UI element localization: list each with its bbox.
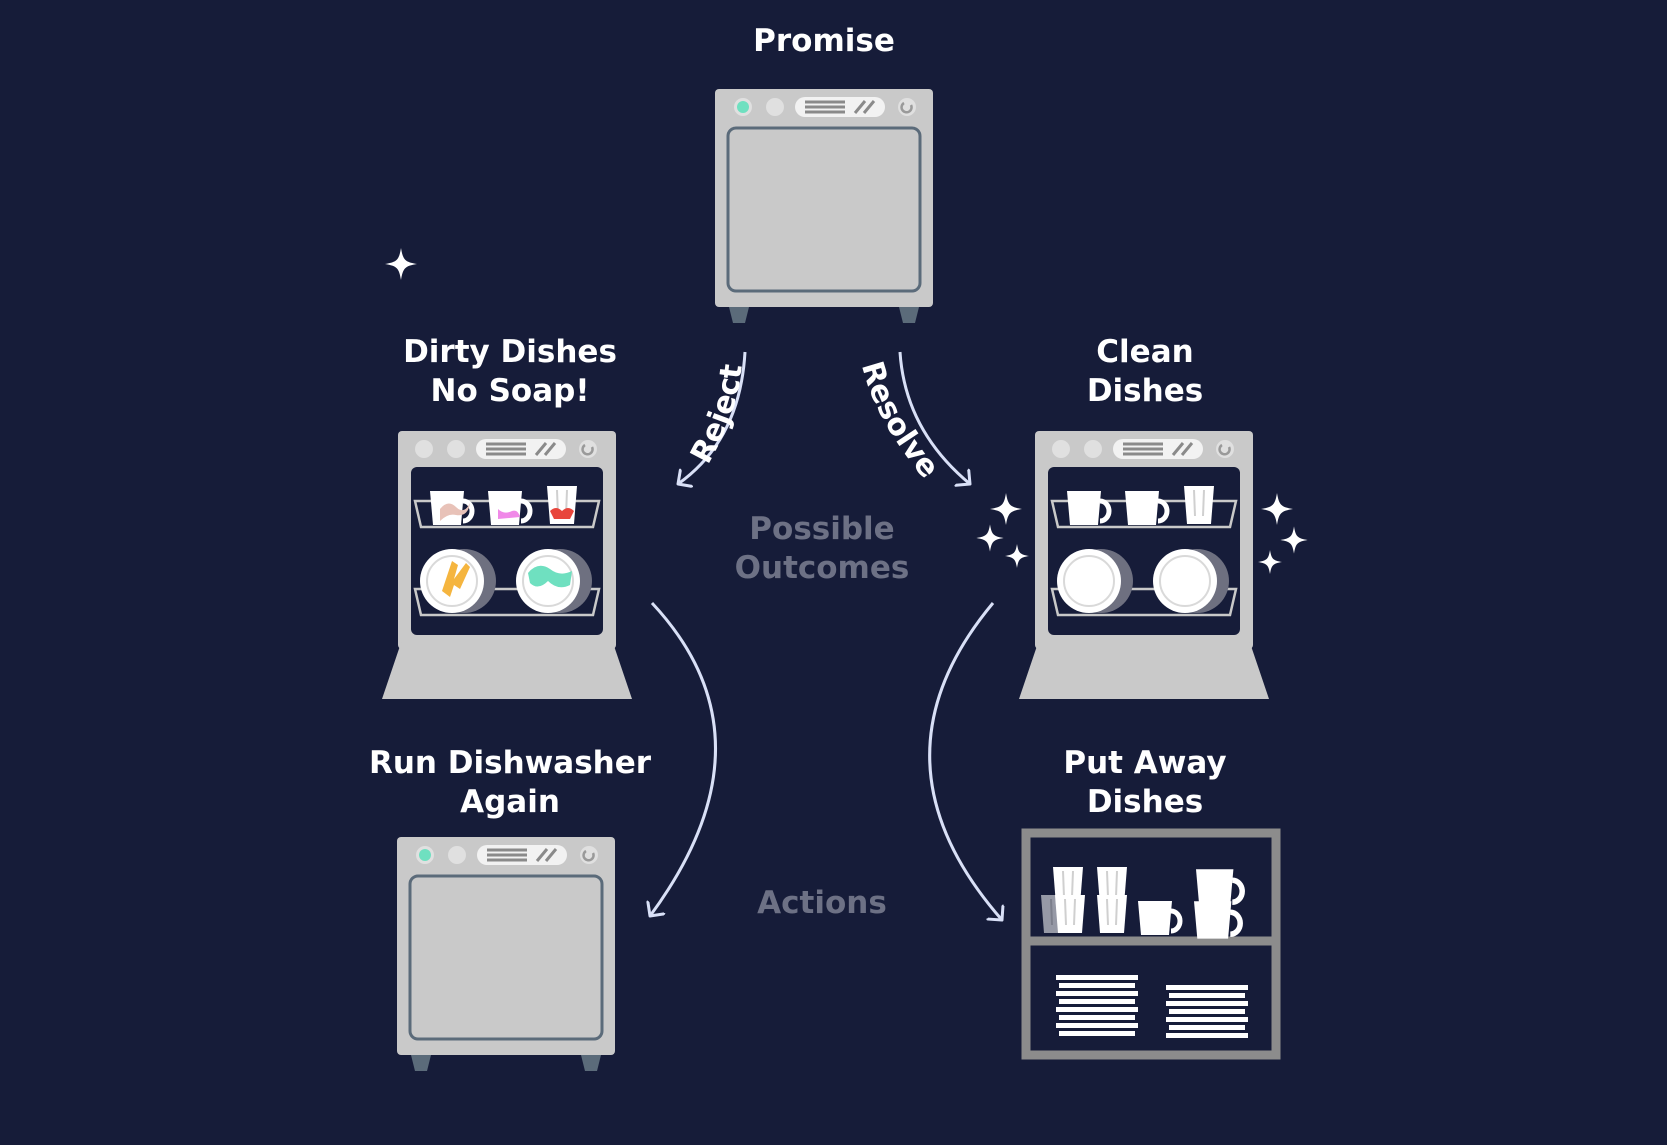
dirty-dishwasher-icon <box>380 429 634 701</box>
reject-label: Reject <box>684 362 750 469</box>
indicator-light <box>737 101 749 113</box>
run-again-dishwasher-icon <box>395 835 617 1073</box>
resolve-arrow <box>898 351 970 484</box>
resolve-action-arrow <box>928 602 1002 920</box>
dirty-dishes-label: Dirty Dishes No Soap! <box>403 334 617 409</box>
clean-dishes-label: Clean Dishes <box>1086 334 1204 409</box>
reject-arrow <box>678 351 747 484</box>
shelf-icon <box>1021 828 1281 1060</box>
actions-label: Actions <box>757 885 887 921</box>
sparkle-icon <box>976 524 1004 552</box>
put-away-label: Put Away Dishes <box>1063 745 1227 820</box>
clean-dishwasher-icon <box>1017 429 1271 701</box>
reject-action-arrow <box>650 601 717 916</box>
sparkle-icon <box>1261 493 1293 525</box>
indicator-light <box>419 849 431 861</box>
sparkle-icon <box>1280 526 1308 554</box>
promise-dishwasher-icon <box>713 87 935 325</box>
sparkle-icon <box>385 248 417 280</box>
promise-title: Promise <box>753 23 895 59</box>
run-again-label: Run Dishwasher Again <box>368 745 652 820</box>
sparkle-icon <box>1005 544 1029 568</box>
possible-outcomes-label: Possible Outcomes <box>734 511 910 586</box>
sparkle-icon <box>990 493 1022 525</box>
resolve-label: Resolve <box>854 357 946 485</box>
sparkle-icon <box>1258 550 1282 574</box>
